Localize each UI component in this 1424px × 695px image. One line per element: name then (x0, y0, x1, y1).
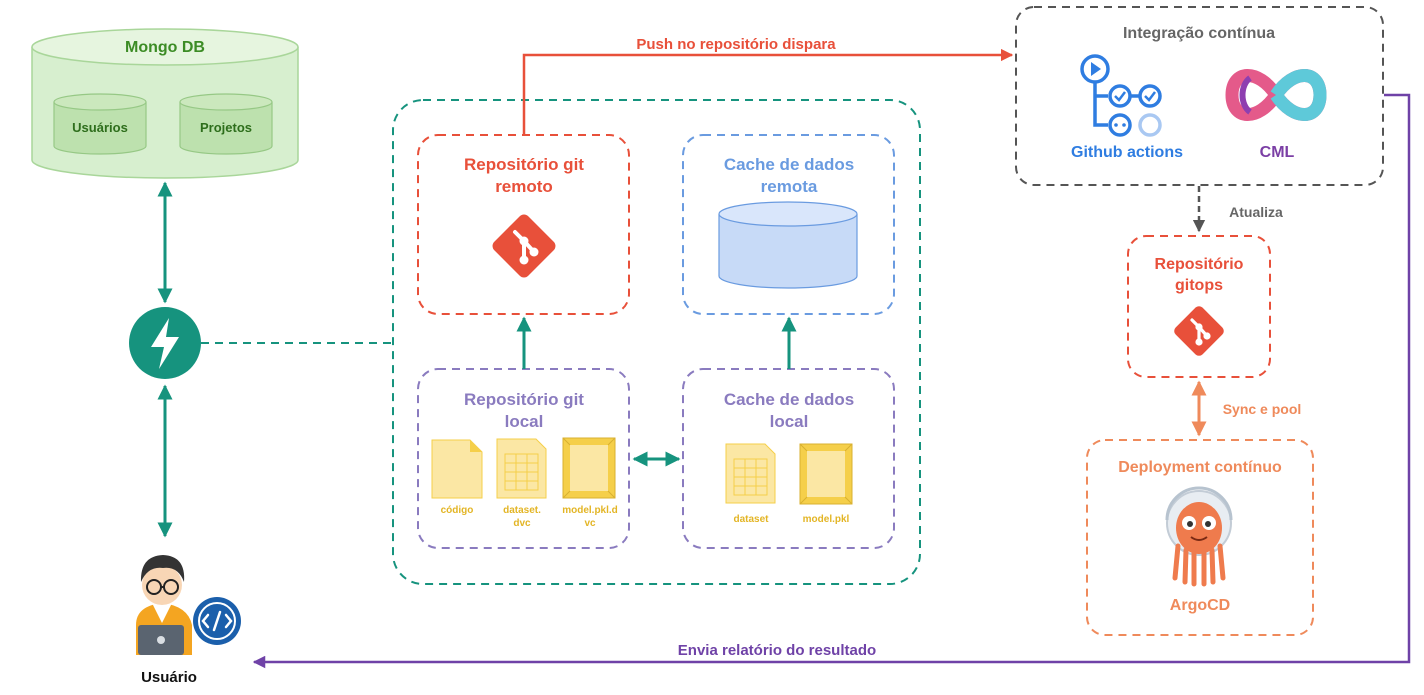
gitops-title-2: gitops (1175, 277, 1223, 294)
collection-projetos: Projetos (179, 93, 273, 155)
model-file-icon (799, 443, 853, 505)
git-logo-icon (492, 214, 556, 278)
update-label: Atualiza (1229, 204, 1283, 220)
file-codigo-label: código (441, 505, 474, 516)
file-model-dvc-label-1: model.pkl.d (562, 505, 618, 516)
blank-file-icon (431, 439, 483, 499)
gitops-title-1: Repositório (1155, 256, 1244, 273)
sync-label: Sync e pool (1223, 401, 1302, 417)
remote-data-cache: Cache de dados remota (682, 134, 895, 315)
local-git-title-2: local (505, 412, 544, 431)
cml-label: CML (1260, 144, 1295, 161)
local-cache-title-2: local (770, 412, 809, 431)
fastapi-icon (129, 307, 201, 379)
cml-icon (1225, 69, 1327, 121)
report-arrow (252, 93, 1411, 669)
push-label: Push no repositório dispara (636, 36, 836, 53)
file-model-dvc-label-2: vc (584, 518, 596, 529)
local-data-cache: Cache de dados local dataset model.pkl (682, 368, 895, 549)
remote-git-title-2: remoto (495, 177, 553, 196)
local-git-repository: Repositório git local código dataset. dv… (417, 368, 630, 549)
github-actions-label: Github actions (1071, 144, 1183, 161)
spreadsheet-file-icon (725, 443, 776, 504)
workspace-container (392, 99, 921, 585)
local-git-title-1: Repositório git (464, 390, 584, 409)
continuous-deployment-box: Deployment contínuo ArgoCD (1086, 439, 1314, 636)
github-actions-icon (1080, 54, 1162, 137)
mongo-db-node: Mongo DB Usuários Projetos (31, 28, 299, 179)
file-dataset-label: dataset (733, 514, 769, 525)
remote-cache-title-1: Cache de dados (724, 155, 854, 174)
argocd-icon (1165, 486, 1233, 587)
user-developer-icon (136, 555, 241, 655)
continuous-integration-box: Integração contínua Github actions CML (1015, 6, 1384, 186)
local-cache-title-1: Cache de dados (724, 390, 854, 409)
spreadsheet-file-icon (496, 438, 547, 499)
file-dataset-dvc-label-2: dvc (513, 518, 531, 529)
gitops-repository: Repositório gitops (1127, 235, 1271, 378)
model-file-icon (562, 437, 616, 499)
database-cylinder-icon (718, 201, 858, 289)
collection-usuarios-label: Usuários (72, 120, 128, 135)
remote-git-repository: Repositório git remoto (417, 134, 630, 315)
cd-title: Deployment contínuo (1118, 459, 1282, 476)
file-dataset-dvc-label-1: dataset. (503, 505, 541, 516)
push-arrow (522, 48, 1014, 135)
remote-cache-title-2: remota (761, 177, 818, 196)
git-logo-icon (1174, 306, 1224, 356)
argocd-label: ArgoCD (1170, 597, 1230, 614)
user-label: Usuário (141, 669, 197, 686)
file-model-pkl-label: model.pkl (803, 514, 850, 525)
ci-title: Integração contínua (1123, 25, 1275, 42)
collection-projetos-label: Projetos (200, 120, 252, 135)
remote-git-title-1: Repositório git (464, 155, 584, 174)
mongo-db-title: Mongo DB (125, 39, 205, 56)
collection-usuarios: Usuários (53, 93, 147, 155)
report-label: Envia relatório do resultado (678, 642, 876, 659)
